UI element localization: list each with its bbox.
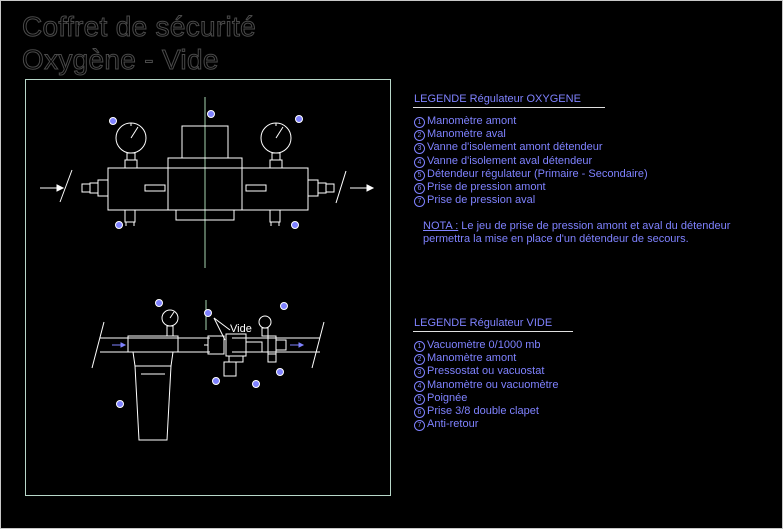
legend-number-badge: 6 — [414, 183, 425, 195]
legend-item-label: Pressostat ou vacuostat — [427, 365, 545, 378]
ref-marker — [280, 302, 288, 310]
ref-marker — [109, 117, 117, 125]
ref-marker — [276, 368, 284, 376]
vacuum-regulator-assembly — [91, 300, 325, 441]
legend-item-label: Détendeur régulateur (Primaire - Seconda… — [427, 167, 648, 180]
legend-item-label: Vanne d'isolement amont détendeur — [427, 141, 603, 154]
legend-item-label: Manomètre aval — [427, 128, 506, 141]
legend-number-badge: 6 — [414, 407, 425, 419]
legend-number-badge: 1 — [414, 117, 425, 128]
ref-marker — [252, 380, 260, 388]
legend-item-label: Prise de pression aval — [427, 194, 536, 207]
ref-marker — [116, 400, 124, 408]
ref-marker — [204, 309, 212, 317]
ref-marker — [212, 377, 220, 385]
legend-item-label: Vanne d'isolement aval détendeur — [427, 154, 593, 167]
ref-marker — [295, 115, 303, 123]
nota-label: NOTA : — [423, 220, 459, 232]
ref-marker — [207, 110, 215, 118]
page-title-line-2: Oxygène - Vide — [22, 44, 219, 75]
legend-item-label: Manomètre ou vacuomètre — [427, 378, 559, 391]
legend-vide-underline — [413, 331, 573, 332]
legend-oxygen-underline — [413, 107, 605, 108]
legend-number-badge: 3 — [414, 143, 425, 155]
legend-number-badge: 4 — [414, 380, 425, 392]
nota-text-1: Le jeu de prise de pression amont et ava… — [458, 220, 731, 232]
vide-label: Vide — [230, 323, 252, 335]
legend-number-badge: 3 — [414, 367, 425, 379]
ref-marker — [115, 221, 123, 229]
ref-marker — [291, 221, 299, 229]
legend-number-badge: 2 — [414, 130, 425, 142]
legend-item-label: Prise de pression amont — [427, 181, 546, 194]
oxygen-regulator-assembly — [40, 97, 375, 268]
nota-line-2: permettra la mise en place d'un détendeu… — [423, 233, 689, 245]
legend-number-badge: 5 — [414, 393, 425, 405]
ref-marker — [155, 299, 163, 307]
legend-number-badge: 5 — [414, 169, 425, 181]
legend-number-badge: 2 — [414, 354, 425, 366]
legend-item-label: Vacuomètre 0/1000 mb — [427, 339, 541, 351]
legend-oxygen-title: LEGENDE Régulateur OXYGENE — [414, 93, 581, 105]
diagram-border — [25, 79, 391, 496]
legend-number-badge: 7 — [414, 420, 425, 432]
legend-item-label: Manomètre amont — [427, 352, 517, 365]
legend-number-badge: 7 — [414, 196, 425, 208]
legend-item-label: Prise 3/8 double clapet — [427, 405, 539, 418]
legend-item-label: Manomètre amont — [427, 115, 517, 127]
legend-item-label: Poignée — [427, 391, 468, 404]
legend-item-label: Anti-retour — [427, 418, 479, 431]
page-title-line-1: Coffret de sécurité — [22, 11, 257, 42]
legend-number-badge: 4 — [414, 156, 425, 168]
legend-vide-title: LEGENDE Régulateur VIDE — [414, 317, 553, 329]
legend-number-badge: 1 — [414, 341, 425, 352]
nota-line-1: NOTA : Le jeu de prise de pression amont… — [423, 220, 730, 233]
